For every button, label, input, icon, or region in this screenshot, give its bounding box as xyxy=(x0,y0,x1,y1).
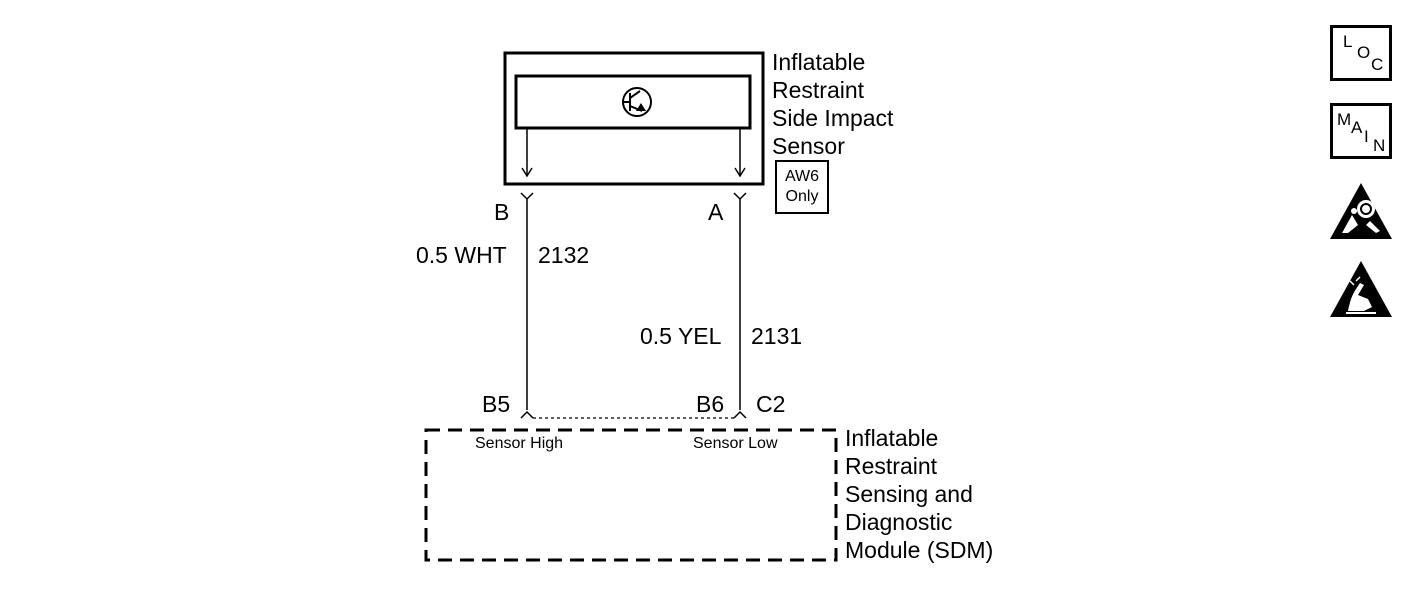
option-badge-line-2: Only xyxy=(785,188,819,205)
airbag-warning-icon[interactable] xyxy=(1328,181,1394,241)
sensor-arrow-a xyxy=(734,167,746,178)
connector-chevron-b xyxy=(520,192,534,201)
connector-chevron-b5 xyxy=(520,410,534,419)
sdm-pin-c2: C2 xyxy=(756,391,786,417)
connector-chevron-b6 xyxy=(733,410,747,419)
loc-letter-o: O xyxy=(1357,43,1371,62)
loc-letter-l: L xyxy=(1343,32,1353,51)
connector-chevron-a xyxy=(733,192,747,201)
main-letter-a: A xyxy=(1351,118,1363,137)
sensor-pin-a: A xyxy=(708,199,724,225)
wire-2131-circuit: 2131 xyxy=(751,323,803,349)
sdm-box xyxy=(424,428,838,562)
sensor-inner-box xyxy=(514,74,752,130)
main-icon[interactable]: M A I N xyxy=(1330,103,1392,159)
sensor-outer-box xyxy=(503,51,765,186)
sensor-pin-b: B xyxy=(494,199,510,225)
sdm-title: Inflatable Restraint Sensing and Diagnos… xyxy=(845,425,994,563)
sdm-pin-b5: B5 xyxy=(482,391,511,417)
transistor-symbol xyxy=(622,87,652,117)
wire-2131-color: 0.5 YEL xyxy=(640,323,722,349)
sdm-pin-b6: B6 xyxy=(696,391,725,417)
main-letter-m: M xyxy=(1337,110,1352,129)
option-badge: AW6 Only xyxy=(775,160,829,214)
esd-warning-icon[interactable] xyxy=(1328,259,1394,319)
sensor-arrow-b xyxy=(521,167,533,178)
loc-letter-c: C xyxy=(1371,55,1384,74)
wire-2132-color: 0.5 WHT xyxy=(416,242,507,268)
main-letter-i: I xyxy=(1364,127,1369,146)
sdm-sensor-high-label: Sensor High xyxy=(475,435,564,452)
sensor-title: Inflatable Restraint Side Impact Sensor xyxy=(772,49,894,159)
option-badge-line-1: AW6 xyxy=(784,168,820,185)
main-letter-n: N xyxy=(1373,136,1386,155)
wire-2132-circuit: 2132 xyxy=(538,242,590,268)
loc-icon[interactable]: L O C xyxy=(1330,25,1392,81)
sdm-sensor-low-label: Sensor Low xyxy=(693,435,778,452)
